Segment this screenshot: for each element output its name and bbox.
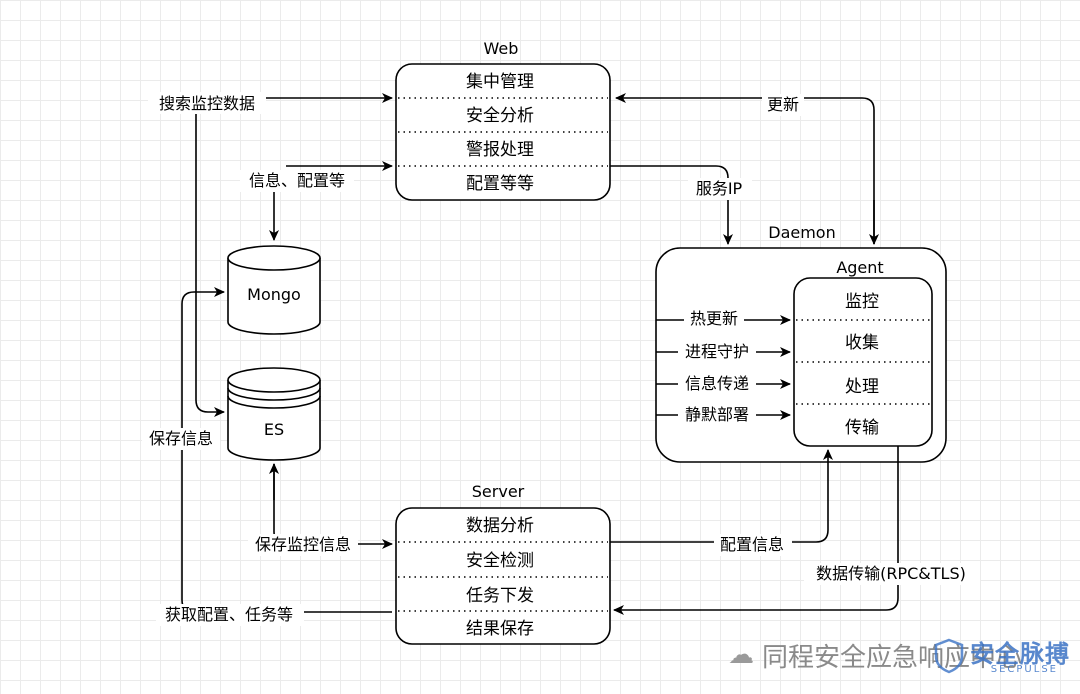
web-row-3: 警报处理	[466, 140, 534, 160]
feature-hot-update: 热更新	[690, 309, 738, 328]
server-row-2: 安全检测	[466, 551, 534, 571]
agent-node: Agent 监控 收集 处理 传输	[793, 258, 933, 447]
es-label: ES	[264, 420, 284, 439]
edge-update: 更新	[615, 93, 879, 245]
feature-silent-deploy: 静默部署	[685, 405, 749, 424]
server-row-3: 任务下发	[466, 586, 534, 606]
feature-process-guard: 进程守护	[685, 342, 749, 361]
edge-label-save-info: 保存信息	[149, 429, 213, 448]
server-node: Server 数据分析 安全检测 任务下发 结果保存	[395, 482, 611, 645]
edge-label-data-transfer: 数据传输(RPC&TLS)	[816, 564, 966, 583]
edge-label-search: 搜索监控数据	[159, 94, 255, 113]
edge-label-update: 更新	[767, 95, 799, 114]
agent-row-1: 监控	[845, 292, 879, 312]
mongo-label: Mongo	[247, 285, 301, 304]
web-node: Web 集中管理 安全分析 警报处理 配置等等	[395, 39, 611, 201]
edge-get-config: 获取配置、任务等	[156, 604, 304, 626]
agent-row-3: 处理	[845, 377, 879, 397]
server-title: Server	[472, 482, 525, 501]
edge-save-monitor-info: 保存监控信息	[248, 463, 393, 556]
agent-row-2: 收集	[845, 333, 879, 353]
server-row-4: 结果保存	[466, 619, 534, 639]
agent-title: Agent	[836, 258, 883, 277]
es-node: ES	[227, 367, 321, 461]
agent-row-4: 传输	[845, 418, 879, 438]
web-row-2: 安全分析	[466, 106, 534, 126]
edge-data-transfer: 数据传输(RPC&TLS)	[613, 446, 980, 615]
edge-label-info-config: 信息、配置等	[249, 171, 345, 190]
edge-search-data: 搜索监控数据	[148, 92, 393, 417]
edge-config-info: 配置信息	[610, 449, 833, 556]
wechat-icon: ☁	[728, 640, 754, 670]
edge-daemon-features: 热更新 进程守护 信息传递 静默部署	[656, 308, 791, 425]
edge-label-save-monitor: 保存监控信息	[255, 535, 351, 554]
shield-icon	[934, 638, 964, 674]
watermark: ☁ 同程安全应急响应中心 安全脉搏 SECPULSE	[728, 626, 1074, 684]
edge-label-config-info: 配置信息	[720, 535, 784, 554]
edge-label-get-config: 获取配置、任务等	[165, 605, 293, 624]
edge-label-service-ip: 服务IP	[696, 179, 743, 198]
edge-info-config: 信息、配置等	[240, 161, 393, 241]
web-row-1: 集中管理	[466, 72, 534, 92]
web-row-4: 配置等等	[466, 174, 534, 194]
edge-save-info: 保存信息	[142, 287, 392, 613]
web-title: Web	[484, 39, 519, 58]
watermark-text: 同程安全应急响应中心	[762, 642, 1023, 673]
mongo-node: Mongo	[227, 245, 321, 335]
secpulse-logo: 安全脉搏 SECPULSE	[934, 632, 1070, 678]
feature-info-transfer: 信息传递	[685, 374, 749, 393]
daemon-title: Daemon	[768, 223, 835, 242]
edge-service-ip: 服务IP	[610, 165, 752, 245]
server-row-1: 数据分析	[466, 516, 534, 536]
